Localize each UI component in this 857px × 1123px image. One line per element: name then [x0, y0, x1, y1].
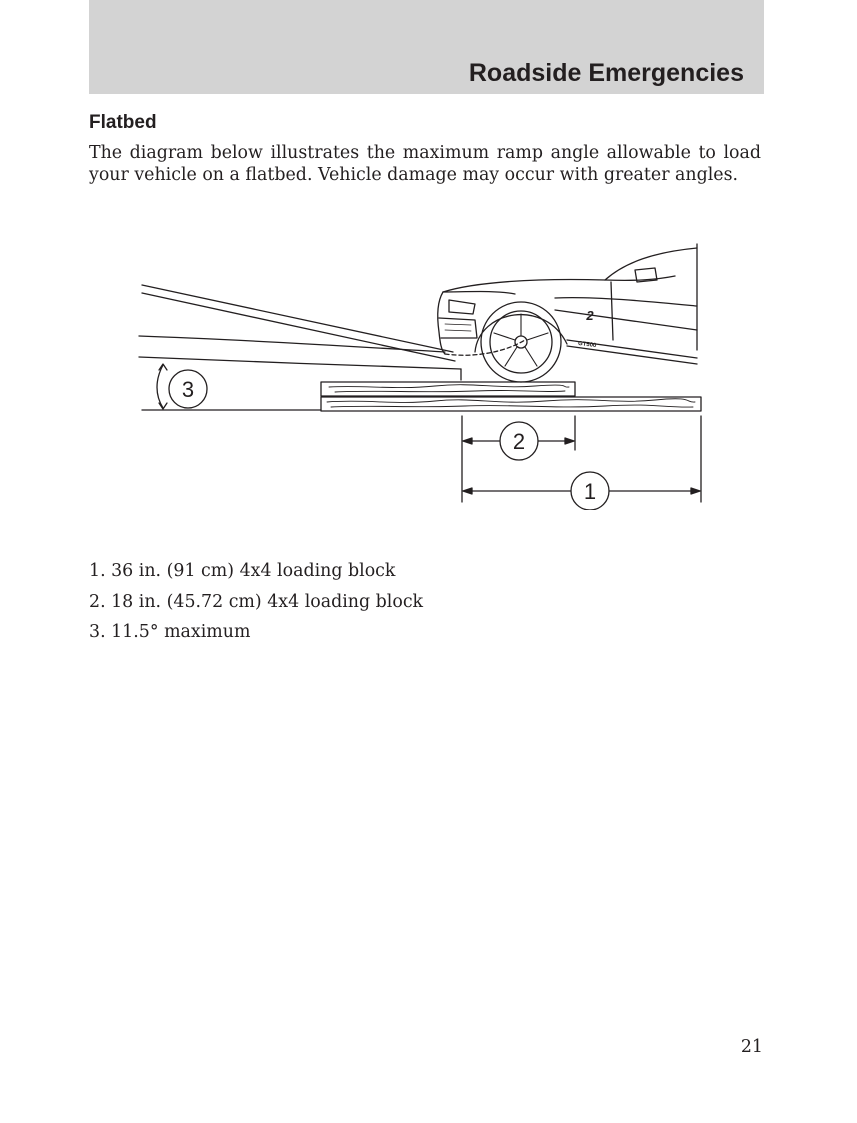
flatbed-ramp-diagram: 3 2 1 GT500 2	[138, 243, 702, 510]
header-band: Roadside Emergencies	[89, 0, 764, 94]
callout-circle-3	[168, 369, 208, 409]
callout-circle-2	[499, 421, 539, 461]
callout-number-3: 3	[182, 377, 194, 402]
flatbed-ramp	[138, 284, 462, 381]
legend-item-2: 2. 18 in. (45.72 cm) 4x4 loading block	[89, 591, 424, 612]
section-heading: Flatbed	[89, 112, 157, 133]
long-loading-block	[320, 396, 702, 412]
car-illustration	[437, 243, 698, 383]
front-wheel	[480, 301, 562, 383]
section-title: Roadside Emergencies	[468, 59, 744, 87]
callout-circle-1	[570, 471, 610, 510]
page-number: 21	[740, 1037, 763, 1057]
short-loading-block	[320, 381, 576, 397]
legend-item-3: 3. 11.5° maximum	[89, 622, 251, 642]
diagram-legend: 1. 36 in. (91 cm) 4x4 loading block 2. 1…	[89, 560, 423, 652]
car-fender-digit: 2	[585, 308, 594, 323]
car-badge: GT500	[578, 341, 598, 349]
legend-item-1: 1. 36 in. (91 cm) 4x4 loading block	[89, 561, 396, 581]
callout-number-1: 1	[584, 479, 596, 504]
intro-paragraph: The diagram below illustrates the maximu…	[89, 143, 761, 185]
angle-arc	[156, 364, 164, 409]
callout-number-2: 2	[513, 429, 525, 454]
